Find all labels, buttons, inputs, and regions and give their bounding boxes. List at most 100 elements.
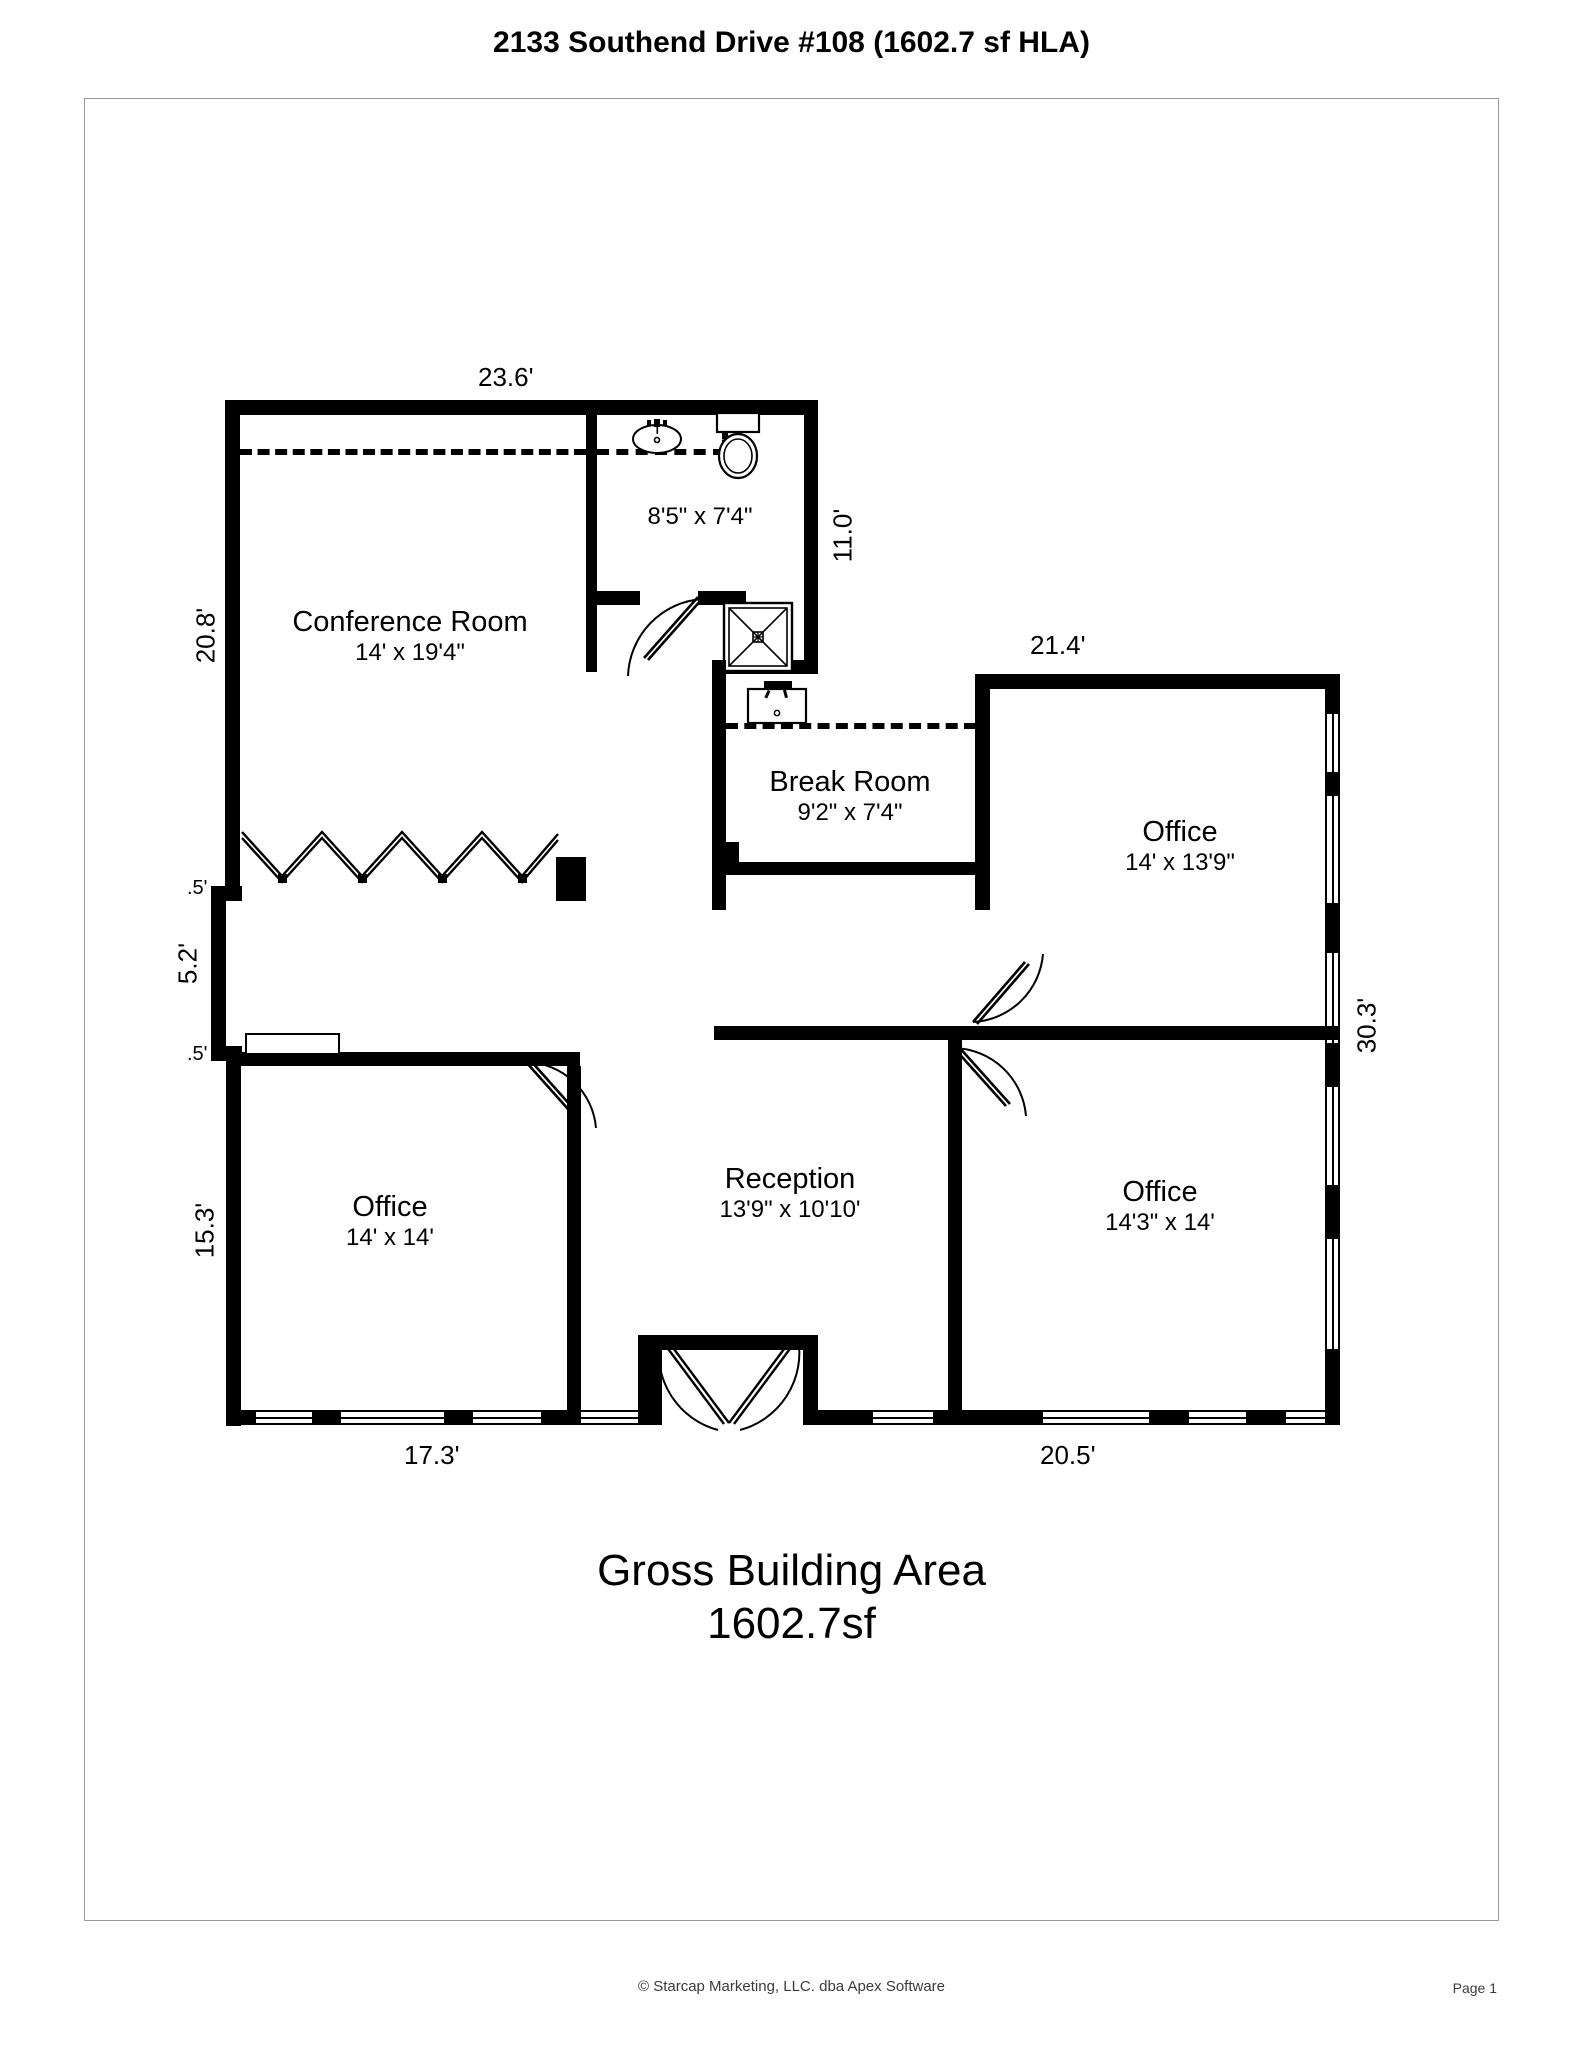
window-bottom-5 — [873, 1410, 933, 1425]
dimension-left-jog-b: .5' — [187, 1043, 208, 1065]
page-border — [84, 98, 1499, 1921]
wall-pier-bottom-4 — [541, 1410, 581, 1425]
window-bottom-8 — [1286, 1410, 1325, 1425]
window-bottom-4 — [581, 1410, 638, 1425]
exterior-wall-right-seg1 — [1325, 674, 1340, 714]
exterior-wall-top-left — [225, 400, 818, 415]
room-dims-office-top-right: 14' x 13'9" — [1125, 849, 1235, 877]
room-dims-conference: 14' x 19'4" — [355, 639, 465, 667]
room-name-conference: Conference Room — [292, 606, 528, 638]
dashed-soffit-conference — [240, 449, 586, 455]
gross-area-value: 1602.7sf — [707, 1598, 876, 1648]
dimension-bottom-right: 20.5' — [1040, 1440, 1096, 1470]
window-bottom-1 — [256, 1410, 312, 1425]
exterior-wall-top-right — [975, 674, 1340, 689]
dimension-left-mid: 5.2' — [172, 942, 203, 985]
exterior-wall-right-seg4 — [1325, 1043, 1340, 1087]
dimension-bath-right: 11.0' — [827, 508, 858, 563]
wall-pier-bottom-10 — [1325, 1410, 1340, 1425]
toilet-icon — [712, 411, 764, 484]
wall-pier-bottom-2 — [312, 1410, 341, 1425]
wall-pier-bottom-9 — [1246, 1410, 1286, 1425]
gross-area-label: Gross Building Area — [597, 1546, 986, 1595]
window-right-5 — [1325, 1239, 1340, 1349]
room-label-office-top-right: Office 14' x 13'9" — [980, 815, 1380, 878]
shower-icon — [722, 601, 794, 673]
sink-icon — [630, 412, 684, 456]
window-right-3 — [1325, 953, 1340, 1043]
interior-wall-office-right-left — [948, 1040, 962, 1424]
door-swing-office-left — [520, 1059, 604, 1144]
interior-wall-right-divider — [714, 1026, 1340, 1040]
window-bottom-3 — [473, 1410, 541, 1425]
counter-shelf-icon — [245, 1033, 340, 1055]
exterior-wall-left-upper — [225, 400, 240, 900]
door-swing-bathroom — [618, 596, 710, 688]
exterior-wall-left-mid — [211, 886, 226, 1061]
room-label-reception: Reception 13'9" x 10'10' — [580, 1162, 1000, 1225]
window-bottom-2 — [341, 1410, 444, 1425]
room-name-office-top-right: Office — [1142, 816, 1218, 848]
room-dims-office-bottom-right: 14'3" x 14' — [1105, 1209, 1215, 1237]
wall-pier-bottom-7 — [933, 1410, 1043, 1425]
exterior-wall-right-seg5 — [1325, 1185, 1340, 1239]
wall-pier-conference-right — [556, 857, 586, 901]
wall-pier-bottom-8 — [1149, 1410, 1189, 1425]
wall-pier-bottom-3 — [444, 1410, 473, 1425]
exterior-wall-left-lower — [226, 1046, 241, 1426]
room-label-breakroom: Break Room 9'2" x 7'4" — [620, 765, 1080, 828]
exterior-wall-right-seg6 — [1325, 1349, 1340, 1424]
window-right-4 — [1325, 1087, 1340, 1185]
window-bottom-7 — [1189, 1410, 1246, 1425]
door-swing-office-bottom-right — [948, 1045, 1032, 1130]
footer-page-number: Page 1 — [1452, 1980, 1497, 1996]
room-label-office-bottom-right: Office 14'3" x 14' — [960, 1175, 1360, 1238]
entry-alcove-top-wall — [638, 1335, 818, 1350]
dimension-bottom-left: 17.3' — [404, 1440, 460, 1470]
interior-wall-bath-bottom-right — [698, 591, 746, 605]
dimension-top-right: 21.4' — [1030, 630, 1086, 660]
interior-wall-breakroom-bottom — [726, 862, 976, 875]
window-bottom-6 — [1043, 1410, 1149, 1425]
interior-wall-breakroom-left — [712, 660, 726, 910]
dimension-top-left: 23.6' — [478, 362, 534, 392]
room-label-conference: Conference Room 14' x 19'4" — [150, 605, 670, 668]
page-title: 2133 Southend Drive #108 (1602.7 sf HLA) — [493, 26, 1090, 59]
room-label-bathroom: 8'5" x 7'4" — [555, 503, 845, 531]
wall-stub-breakroom — [726, 842, 739, 875]
door-swing-office-top-right — [965, 944, 1049, 1028]
dashed-counter-breakroom — [726, 723, 976, 729]
room-name-office-bottom-right: Office — [1122, 1176, 1198, 1208]
dimension-right-full: 30.3' — [1351, 997, 1382, 1054]
room-dims-reception: 13'9" x 10'10' — [719, 1196, 861, 1224]
gross-building-area: Gross Building Area 1602.7sf — [0, 1545, 1583, 1651]
entry-alcove-right-wall — [803, 1335, 818, 1425]
interior-wall-office-left-top — [241, 1052, 580, 1066]
interior-wall-bath-right — [804, 400, 818, 672]
folding-partition-icon — [240, 826, 560, 886]
room-dims-breakroom: 9'2" x 7'4" — [797, 799, 903, 827]
wall-pier-bottom-6 — [818, 1410, 873, 1425]
footer-copyright: © Starcap Marketing, LLC. dba Apex Softw… — [637, 1978, 946, 1995]
room-name-reception: Reception — [724, 1163, 856, 1195]
dashed-soffit-bath-vertical — [722, 415, 728, 452]
dimension-left-lower: 15.3' — [189, 1202, 220, 1259]
room-label-office-bottom-left: Office 14' x 14' — [195, 1190, 585, 1253]
room-name-breakroom: Break Room — [769, 766, 931, 798]
entry-double-door-swing — [654, 1336, 804, 1436]
interior-wall-bath-bottom-left — [586, 591, 640, 605]
wall-pier-bottom-1 — [226, 1410, 256, 1425]
room-dims-bathroom: 8'5" x 7'4" — [647, 503, 753, 530]
exterior-wall-right-seg3 — [1325, 903, 1340, 953]
room-name-office-bottom-left: Office — [352, 1191, 428, 1223]
window-right-1 — [1325, 714, 1340, 772]
interior-wall-office-left-right — [567, 1066, 581, 1424]
room-dims-office-bottom-left: 14' x 14' — [346, 1224, 434, 1252]
exterior-wall-right-seg2 — [1325, 772, 1340, 796]
interior-wall-conference-bath — [586, 400, 597, 672]
window-right-2 — [1325, 796, 1340, 903]
dimension-left-jog-a: .5' — [187, 877, 208, 899]
kitchen-sink-icon — [746, 679, 808, 725]
